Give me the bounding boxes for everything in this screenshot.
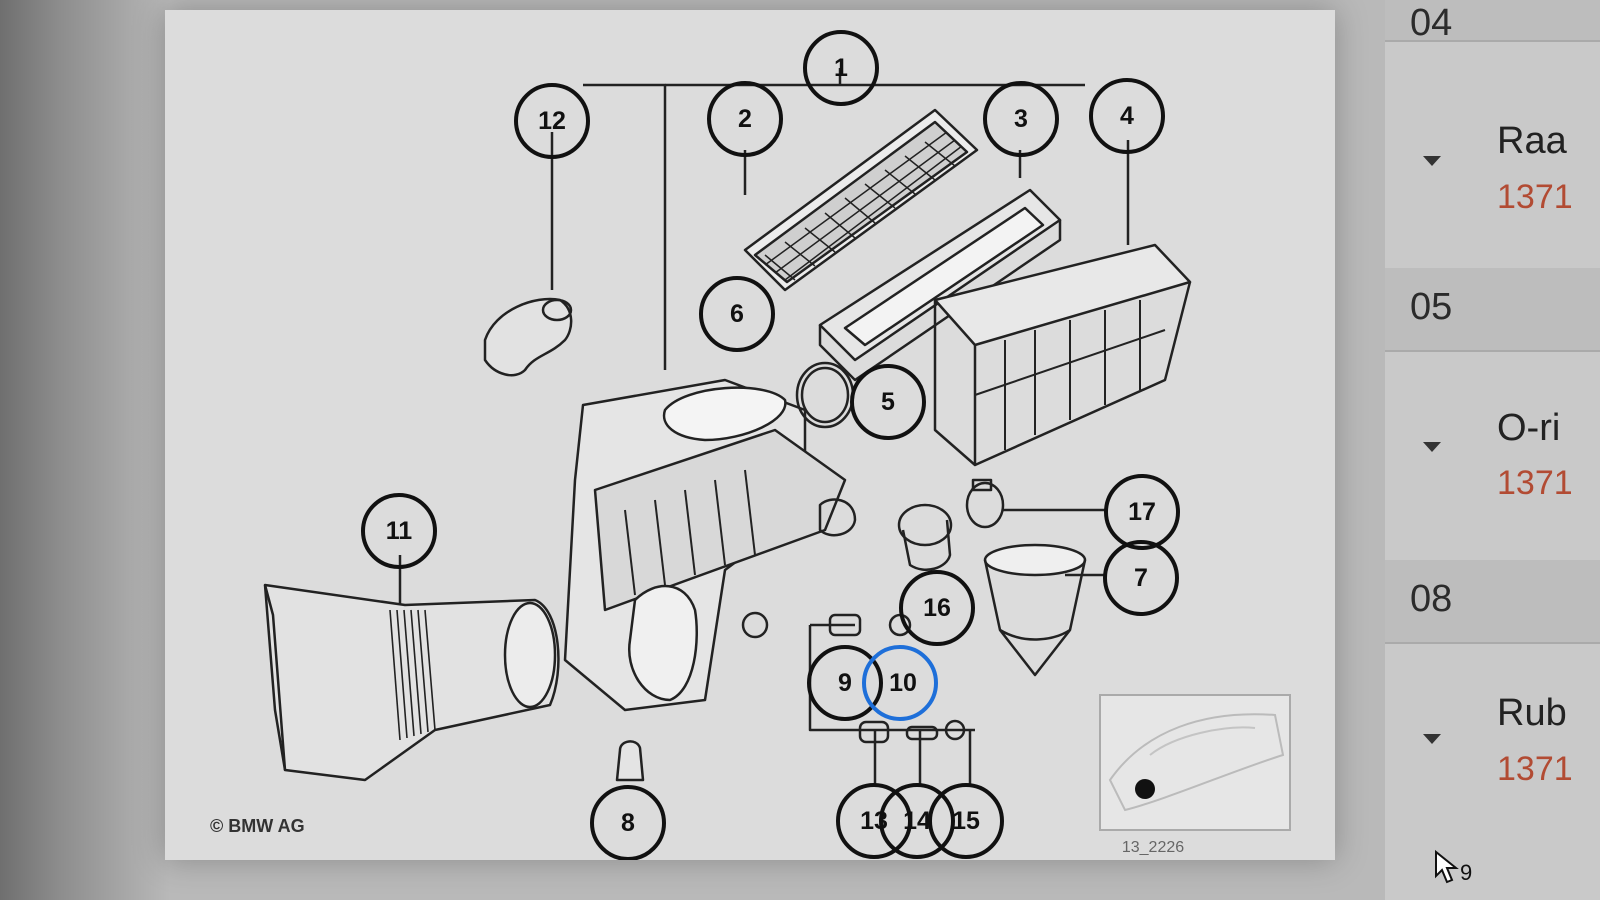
callout-14 (879, 783, 955, 859)
callout-2 (707, 81, 783, 157)
callout-label-1: 1 (834, 54, 848, 82)
group-header: 05 (1385, 268, 1600, 352)
callout-label-2: 2 (738, 105, 752, 133)
cursor-label: 9 (1460, 860, 1472, 885)
callout-label-15: 15 (952, 807, 980, 835)
callout-16 (899, 570, 975, 646)
callout-1 (803, 30, 879, 106)
callout-3 (983, 81, 1059, 157)
part-row[interactable]: Rub 1371 (1385, 642, 1600, 842)
callout-label-4: 4 (1120, 102, 1134, 130)
part-name: Raa (1497, 120, 1567, 162)
callout-label-13: 13 (860, 807, 888, 835)
part-number[interactable]: 1371 (1497, 464, 1573, 502)
part-name: Rub (1497, 692, 1567, 734)
callout-17 (1104, 474, 1180, 550)
callout-label-16: 16 (923, 594, 951, 622)
callout-label-6: 6 (730, 300, 744, 328)
callout-label-12: 12 (538, 107, 566, 135)
expand-caret-icon[interactable] (1423, 734, 1441, 744)
callout-12 (514, 83, 590, 159)
part-number[interactable]: 1371 (1497, 178, 1573, 216)
group-header: 08 (1385, 560, 1600, 644)
part-name: O-ri (1497, 407, 1561, 449)
callout-10 (862, 645, 938, 721)
callout-13 (836, 783, 912, 859)
part-number[interactable]: 1371 (1497, 750, 1573, 788)
callout-4 (1089, 78, 1165, 154)
group-number: 04 (1410, 2, 1453, 44)
callout-label-5: 5 (881, 388, 895, 416)
callout-11 (361, 493, 437, 569)
copyright-text: © BMW AG (210, 816, 305, 836)
callout-5 (850, 364, 926, 440)
parts-list-panel: 04 Raa 1371 05 O-ri 1371 08 Rub 1371 (1385, 0, 1600, 900)
callout-label-7: 7 (1134, 564, 1148, 592)
callout-label-3: 3 (1014, 105, 1028, 133)
part-row[interactable]: O-ri 1371 (1385, 352, 1600, 552)
callout-8 (590, 785, 666, 860)
expand-caret-icon[interactable] (1423, 442, 1441, 452)
callout-label-8: 8 (621, 809, 635, 837)
group-number: 05 (1410, 286, 1453, 328)
callout-7 (1103, 540, 1179, 616)
callout-6 (699, 276, 775, 352)
image-code: 13_2226 (1122, 839, 1184, 856)
callout-label-14: 14 (903, 807, 931, 835)
callout-label-17: 17 (1128, 498, 1156, 526)
callout-label-9: 9 (838, 669, 852, 697)
expand-caret-icon[interactable] (1423, 156, 1441, 166)
callout-label-11: 11 (386, 517, 413, 545)
group-number: 08 (1410, 578, 1453, 620)
group-header: 04 (1385, 0, 1600, 44)
vehicle-location-thumbnail (1099, 694, 1291, 831)
hand-cursor-icon: 9 (1430, 848, 1480, 893)
callout-15 (928, 783, 1004, 859)
parts-diagram: 1 2 3 4 5 6 7 8 9 10 11 12 13 14 15 16 1… (165, 10, 1335, 860)
part-row[interactable]: Raa 1371 (1385, 70, 1600, 270)
callout-label-10: 10 (889, 669, 917, 697)
callout-9 (807, 645, 883, 721)
